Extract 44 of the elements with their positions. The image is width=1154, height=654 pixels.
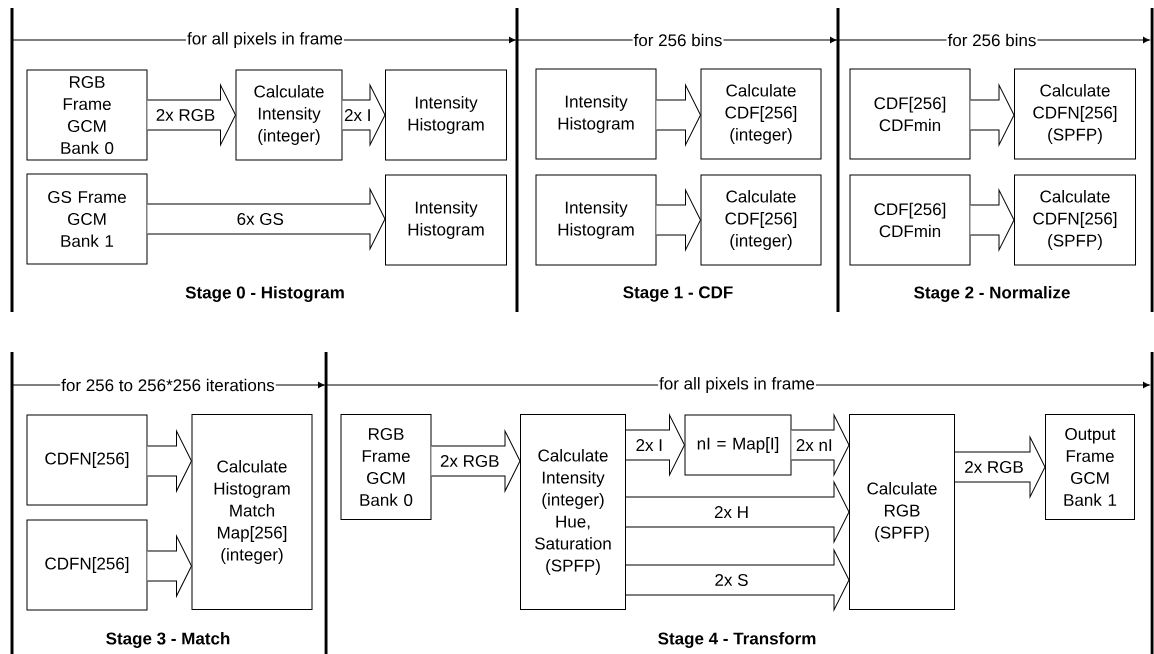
- block-arrow: [625, 549, 850, 611]
- process-box: CDF[256] CDFmin: [849, 174, 971, 266]
- process-box: Intensity Histogram: [385, 174, 507, 266]
- stage-title: Stage 3 - Match: [106, 632, 230, 648]
- process-box: Intensity Histogram: [535, 174, 657, 266]
- block-arrow: [147, 188, 386, 250]
- process-box: Output Frame GCM Bank 1: [1045, 414, 1135, 520]
- process-box: GS Frame GCM Bank 1: [26, 173, 148, 265]
- block-arrow: [625, 481, 850, 543]
- stage-title: Stage 0 - Histogram: [185, 286, 344, 302]
- edge-label: 2x nI: [794, 438, 834, 452]
- block-arrow: [656, 84, 701, 146]
- loop-label: for all pixels in frame: [186, 31, 344, 49]
- block-arrow: [147, 430, 192, 492]
- loop-label: for 256 bins: [632, 32, 724, 48]
- loop-label: for 256 to 256*256 iterations: [60, 377, 276, 393]
- block-arrow: [970, 84, 1015, 146]
- process-box: RGB Frame GCM Bank 0: [340, 414, 432, 520]
- edge-label: 2x I: [343, 108, 373, 122]
- process-box: Calculate CDFN[256] (SPFP): [1014, 68, 1136, 160]
- stage-title: Stage 2 - Normalize: [914, 286, 1070, 302]
- process-box: Calculate CDFN[256] (SPFP): [1014, 174, 1136, 266]
- process-box: CDF[256] CDFmin: [849, 68, 971, 160]
- process-box: Calculate Intensity (integer): [235, 69, 343, 161]
- process-box: Intensity Histogram: [385, 69, 507, 161]
- process-box: Calculate RGB (SPFP): [849, 414, 955, 610]
- stage-title: Stage 4 - Transform: [658, 632, 816, 648]
- process-box: Calculate Intensity (integer) Hue, Saturation (SPFP): [520, 414, 626, 610]
- process-box: RGB Frame GCM Bank 0: [26, 69, 148, 161]
- block-arrow: [656, 189, 701, 251]
- loop-label: for all pixels in frame: [658, 376, 816, 394]
- loop-label: for 256 bins: [946, 32, 1038, 48]
- process-box: Calculate CDF[256] (integer): [700, 174, 822, 266]
- process-box: CDFN[256]: [26, 519, 148, 611]
- process-box: CDFN[256]: [26, 414, 148, 506]
- edge-label: 2x I: [634, 438, 664, 452]
- edge-label: 2x H: [713, 505, 750, 519]
- process-box: nI = Map[I]: [684, 414, 792, 476]
- block-arrow: [970, 189, 1015, 251]
- process-box: Calculate CDF[256] (integer): [700, 68, 822, 160]
- stage-title: Stage 1 - CDF: [623, 286, 733, 302]
- process-box: Calculate Histogram Match Map[256] (integer): [191, 414, 313, 610]
- process-box: Intensity Histogram: [535, 68, 657, 160]
- block-arrow: [147, 535, 192, 597]
